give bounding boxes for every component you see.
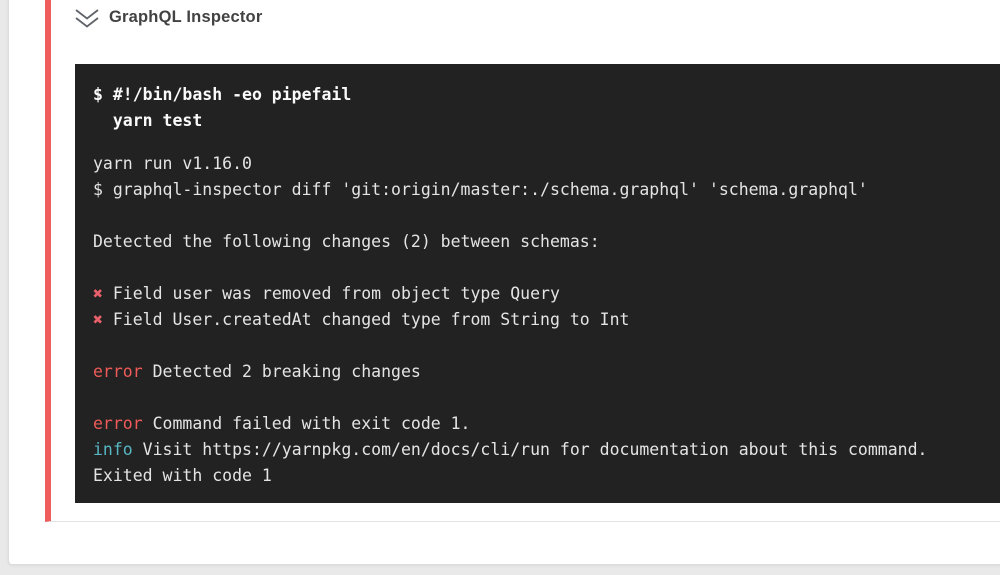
terminal-line: error Detected 2 breaking changes [93, 359, 1000, 385]
terminal-text-segment-cross: ✖ [93, 310, 103, 329]
terminal-text-segment-plain: Command failed with exit code 1. [142, 414, 471, 433]
terminal-line: ✖ Field user was removed from object typ… [93, 281, 1000, 307]
terminal-text-segment-info: info [93, 440, 133, 459]
terminal-line [93, 255, 1000, 281]
terminal-line: error Command failed with exit code 1. [93, 411, 1000, 437]
step-header-toggle[interactable]: GraphQL Inspector [51, 0, 1000, 61]
terminal-text-segment-plain: Detected the following changes (2) betwe… [93, 232, 600, 251]
terminal-output: $ #!/bin/bash -eo pipefail yarn test yar… [75, 64, 1000, 503]
double-chevron-down-icon[interactable] [73, 7, 101, 31]
terminal-line [93, 385, 1000, 411]
terminal-text-segment-plain: Visit https://yarnpkg.com/en/docs/cli/ru… [132, 440, 928, 459]
terminal-line: $ graphql-inspector diff 'git:origin/mas… [93, 177, 1000, 203]
terminal-command-block: $ #!/bin/bash -eo pipefail yarn test [93, 82, 1000, 134]
step-title: GraphQL Inspector [109, 8, 263, 26]
terminal-line: Detected the following changes (2) betwe… [93, 229, 1000, 255]
terminal-text-segment-plain: Field User.createdAt changed type from S… [102, 310, 630, 329]
terminal-text-segment-plain: $ graphql-inspector diff 'git:origin/mas… [93, 180, 868, 199]
terminal-text-segment-plain: Field user was removed from object type … [102, 284, 560, 303]
terminal-text-segment-plain: yarn run v1.16.0 [93, 154, 252, 173]
terminal-text-segment-cross: ✖ [93, 284, 103, 303]
terminal-log-block: yarn run v1.16.0 $ graphql-inspector diff… [93, 151, 1000, 489]
terminal-text-segment-error: error [93, 362, 143, 381]
terminal-command-line: yarn test [93, 111, 203, 130]
terminal-line [93, 333, 1000, 359]
terminal-text-segment-plain: Detected 2 breaking changes [142, 362, 421, 381]
build-step-card-failed: GraphQL Inspector $ #!/bin/bash -eo pipe… [45, 0, 1000, 522]
build-steps-panel: GraphQL Inspector $ #!/bin/bash -eo pipe… [8, 0, 1000, 565]
terminal-line [93, 203, 1000, 229]
terminal-line: Exited with code 1 [93, 463, 1000, 489]
terminal-line: info Visit https://yarnpkg.com/en/docs/c… [93, 437, 1000, 463]
terminal-text-segment-error: error [93, 414, 143, 433]
terminal-text-segment-plain: Exited with code 1 [93, 466, 272, 485]
terminal-line: ✖ Field User.createdAt changed type from… [93, 307, 1000, 333]
terminal-command-line: $ #!/bin/bash -eo pipefail [93, 85, 352, 104]
terminal-line: yarn run v1.16.0 [93, 151, 1000, 177]
